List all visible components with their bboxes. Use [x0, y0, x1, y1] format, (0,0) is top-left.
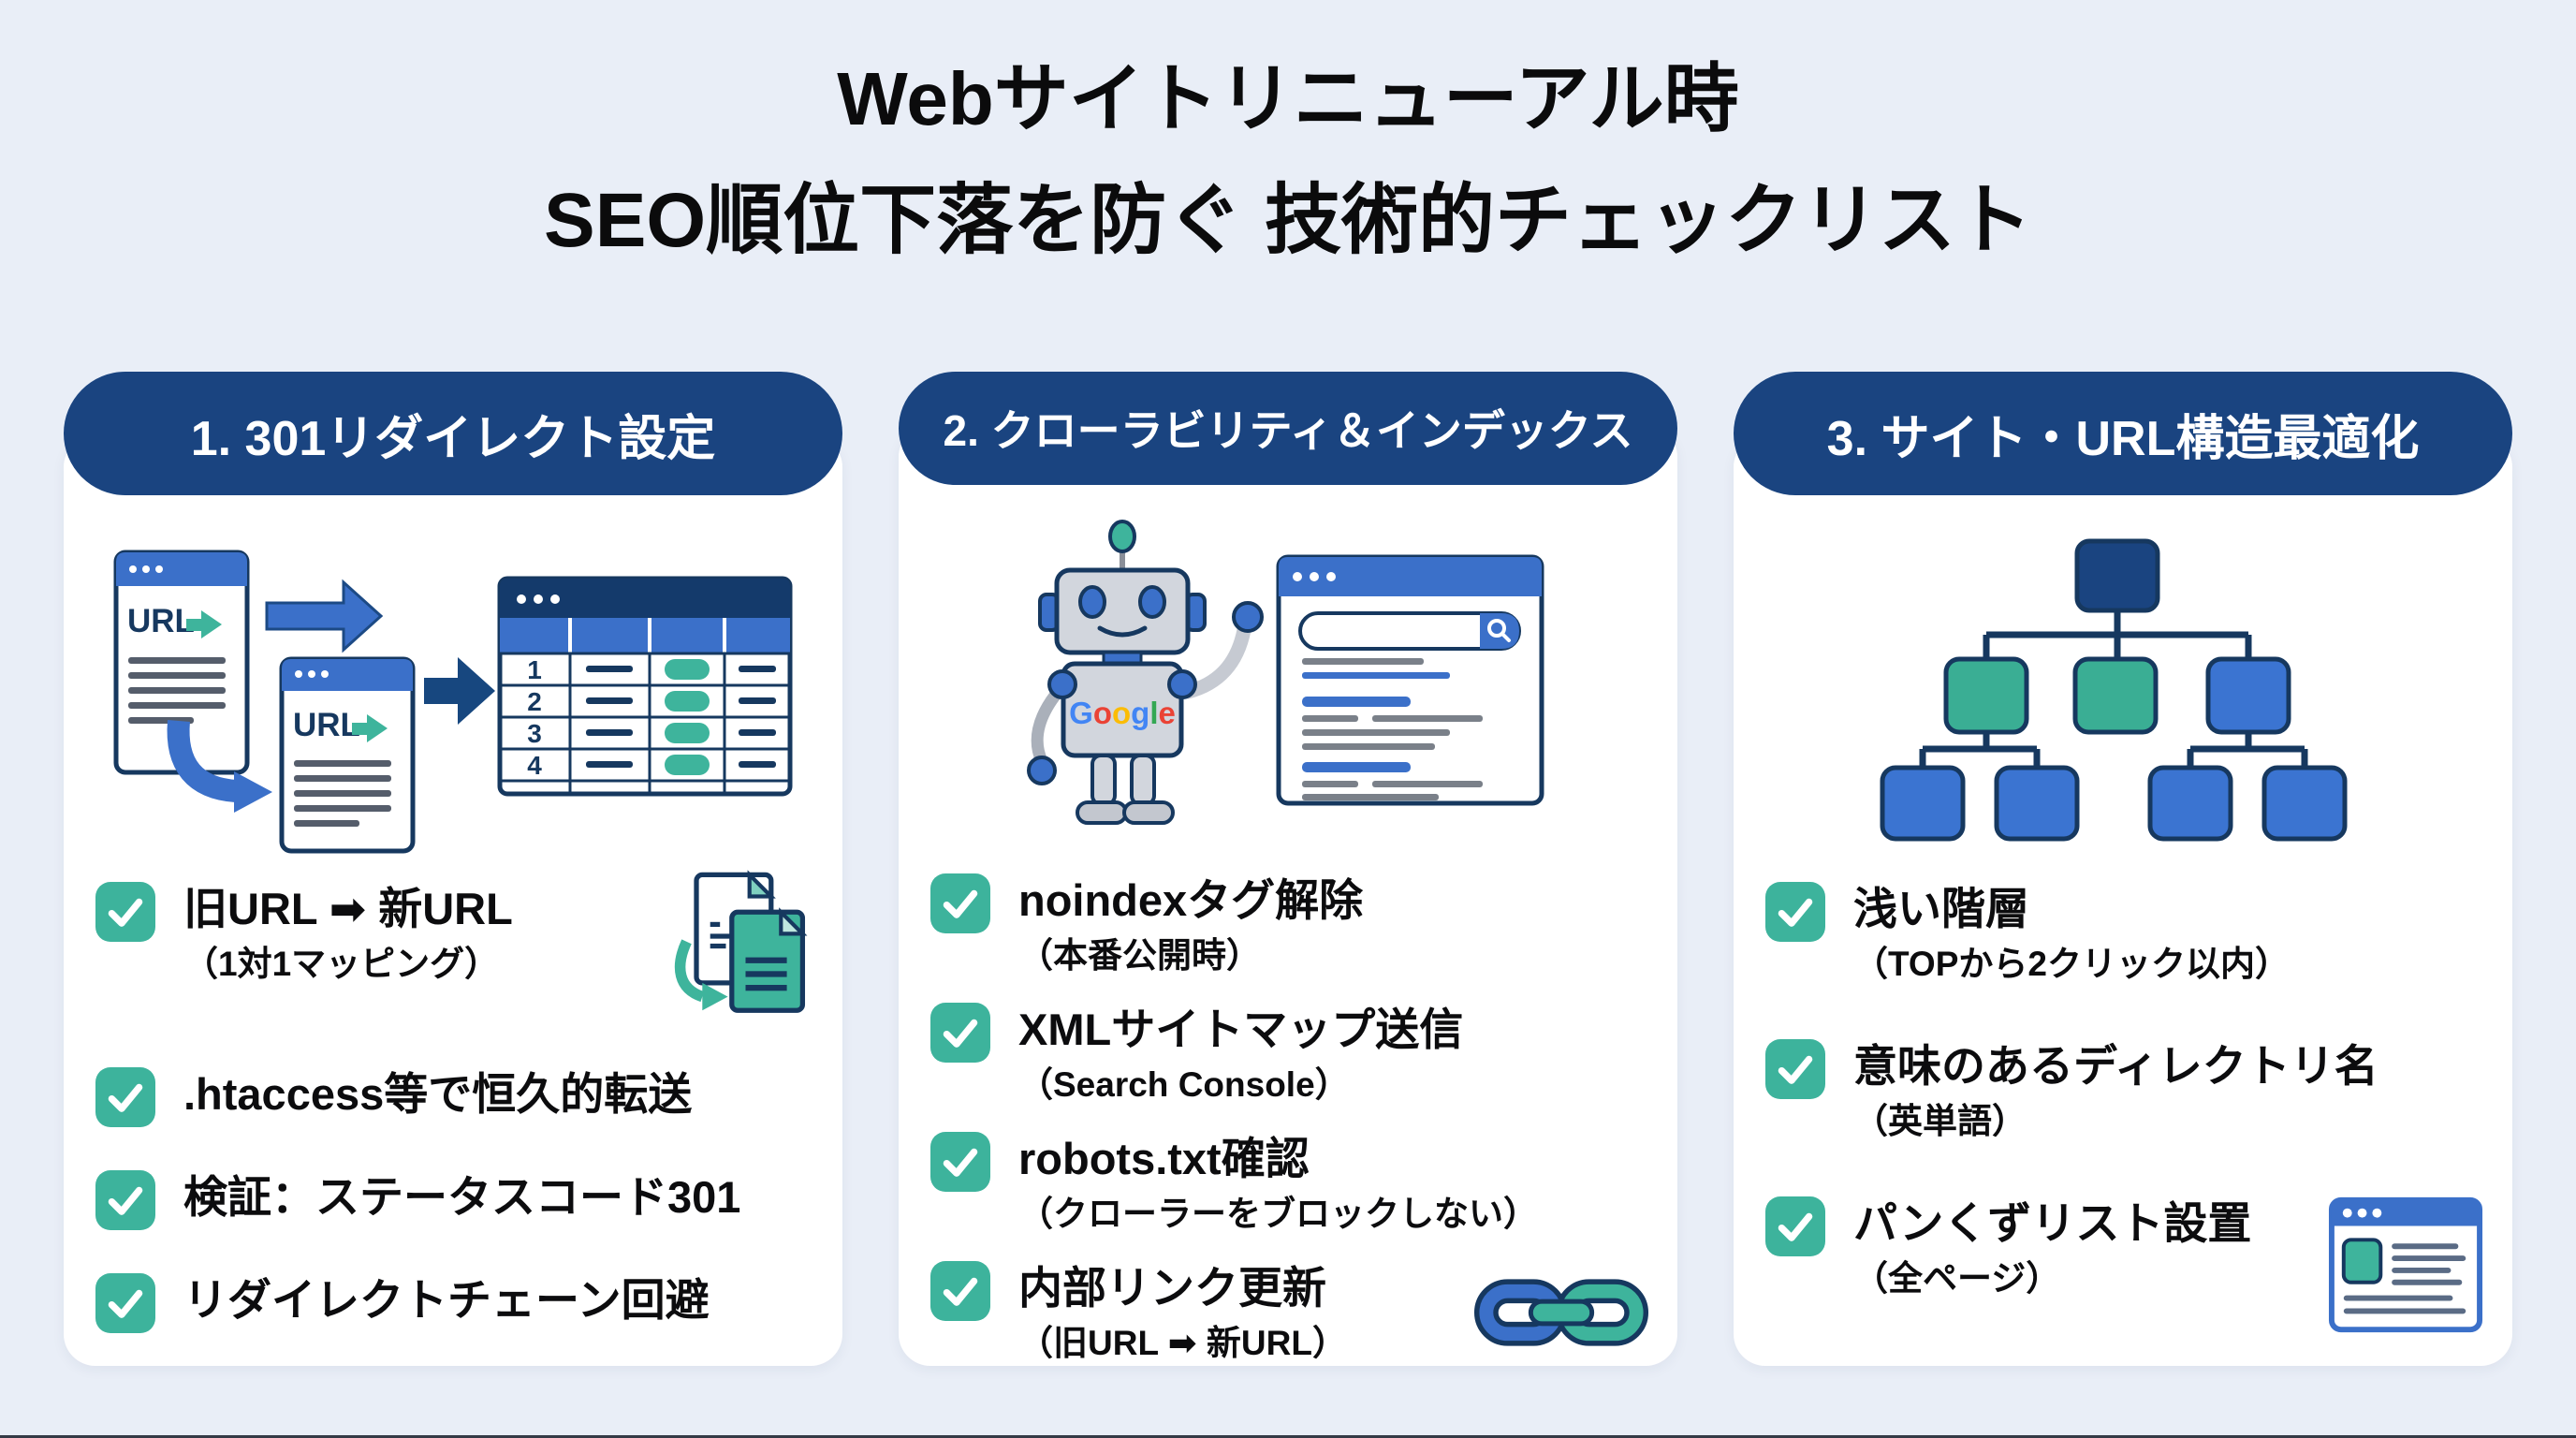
item-sublabel: （Search Console） [1018, 1064, 1350, 1104]
chain-link-icon [1473, 1266, 1649, 1359]
checklist-item: 意味のあるディレクトリ名 （英単語） [1765, 1037, 2484, 1144]
tree-node [2261, 765, 2348, 842]
item-sublabel: （本番公開時） [1018, 935, 1261, 975]
item-label: .htaccess等で恒久的転送 [183, 1069, 693, 1120]
check-icon [95, 882, 155, 943]
item-sublabel: （英単語） [1853, 1102, 2027, 1141]
svg-text:4: 4 [527, 751, 542, 780]
checklist-301: 旧URL ➡ 新URL （1対1マッピング） [64, 870, 842, 1334]
page-title-line2: SEO順位下落を防ぐ 技術的チェックリスト [544, 178, 2032, 263]
tree-node [1943, 656, 2029, 735]
googlebot-serp-illustration: Google [899, 516, 1677, 853]
card-301-redirect: 1. 301リダイレクト設定 URL [64, 372, 842, 1367]
item-sublabel: （旧URL ➡ 新URL） [1018, 1324, 1347, 1363]
item-sublabel: （クローラーをブロックしない） [1018, 1194, 1538, 1233]
checklist-item: 検証：ステータスコード301 [95, 1168, 814, 1231]
check-icon [1765, 882, 1825, 943]
check-icon [1765, 1039, 1825, 1100]
checklist-item: XMLサイトマップ送信 （Search Console） [930, 1001, 1649, 1108]
card-site-structure: 3. サイト・URL構造最適化 [1734, 372, 2512, 1367]
tree-node [1880, 765, 1966, 842]
item-label: 意味のあるディレクトリ名 [1853, 1041, 2378, 1092]
checklist-item: .htaccess等で恒久的転送 [95, 1065, 814, 1128]
breadcrumb-page-icon [2327, 1195, 2484, 1335]
check-icon [95, 1273, 155, 1334]
card-2-header: 2. クローラビリティ＆インデックス [899, 372, 1677, 485]
item-label: 検証：ステータスコード301 [183, 1172, 741, 1223]
serp-window [1276, 554, 1544, 806]
tree-connectors [1919, 610, 2308, 769]
checklist-item: リダイレクトチェーン回避 [95, 1271, 814, 1334]
checklist-item: noindexタグ解除 （本番公開時） [930, 872, 1649, 978]
item-sublabel: （TOPから2クリック以内） [1853, 945, 2290, 984]
mini-browser-new-url: URL [279, 656, 416, 854]
checklist-cards: 1. 301リダイレクト設定 URL [0, 372, 2576, 1367]
tree-node [1994, 765, 2080, 842]
tree-node [2205, 656, 2291, 735]
card-1-header: 1. 301リダイレクト設定 [64, 372, 842, 496]
checklist-item: robots.txt確認 （クローラーをブロックしない） [930, 1130, 1649, 1237]
item-label: robots.txt確認 [1018, 1133, 1310, 1183]
page-title-line1: Webサイトリニューアル時 [837, 57, 1739, 140]
redirect-arrow-2 [424, 657, 495, 726]
item-label: noindexタグ解除 [1018, 874, 1364, 925]
google-logo: Google [1069, 696, 1176, 730]
redirect-arrow-1 [265, 579, 384, 653]
item-label: パンくずリスト設置 [1853, 1198, 2252, 1249]
tree-root-node [2074, 538, 2160, 613]
svg-text:2: 2 [527, 687, 542, 716]
tree-node [2072, 656, 2159, 735]
item-label: 旧URL ➡ 新URL [183, 884, 513, 934]
check-icon [930, 1261, 990, 1322]
mini-browser-old-url: URL [113, 550, 250, 775]
card-3-header: 3. サイト・URL構造最適化 [1734, 372, 2512, 496]
item-label: 浅い階層 [1853, 884, 2029, 934]
item-label: 内部リンク更新 [1018, 1263, 1326, 1313]
checklist-item: 内部リンク更新 （旧URL ➡ 新URL） [930, 1259, 1649, 1366]
svg-text:URL: URL [127, 603, 195, 639]
url-redirect-illustration: URL [64, 526, 842, 863]
page-title: Webサイトリニューアル時 SEO順位下落を防ぐ 技術的チェックリスト [0, 0, 2576, 282]
documents-transfer-icon [657, 870, 814, 1024]
sitemap-tree-illustration [1734, 526, 2512, 863]
check-icon [930, 1131, 990, 1192]
item-sublabel: （1対1マッピング） [183, 945, 500, 984]
item-sublabel: （全ページ） [1853, 1259, 2061, 1299]
svg-text:3: 3 [527, 719, 542, 748]
check-icon [930, 873, 990, 933]
mapping-table: 1 2 3 4 [497, 576, 793, 797]
checklist-item: 旧URL ➡ 新URL （1対1マッピング） [95, 870, 814, 1024]
item-label: リダイレクトチェーン回避 [183, 1275, 710, 1326]
checklist-crawl: noindexタグ解除 （本番公開時） XMLサイトマップ送信 （Search … [899, 872, 1677, 1367]
card-crawlability-index: 2. クローラビリティ＆インデックス [899, 372, 1677, 1367]
svg-text:URL: URL [293, 707, 360, 743]
svg-text:1: 1 [527, 655, 542, 684]
checklist-structure: 浅い階層 （TOPから2クリック以内） 意味のあるディレクトリ名 （英単語） [1734, 880, 2512, 1335]
checklist-item: パンくずリスト設置 （全ページ） [1765, 1195, 2484, 1335]
check-icon [930, 1002, 990, 1063]
redirect-curved-arrow [167, 720, 272, 814]
tree-node [2147, 765, 2233, 842]
check-icon [95, 1067, 155, 1128]
item-label: XMLサイトマップ送信 [1018, 1004, 1464, 1054]
check-icon [1765, 1196, 1825, 1257]
check-icon [95, 1170, 155, 1231]
googlebot-icon: Google [1027, 519, 1264, 825]
image-bottom-border [0, 1435, 2576, 1438]
checklist-item: 浅い階層 （TOPから2クリック以内） [1765, 880, 2484, 987]
